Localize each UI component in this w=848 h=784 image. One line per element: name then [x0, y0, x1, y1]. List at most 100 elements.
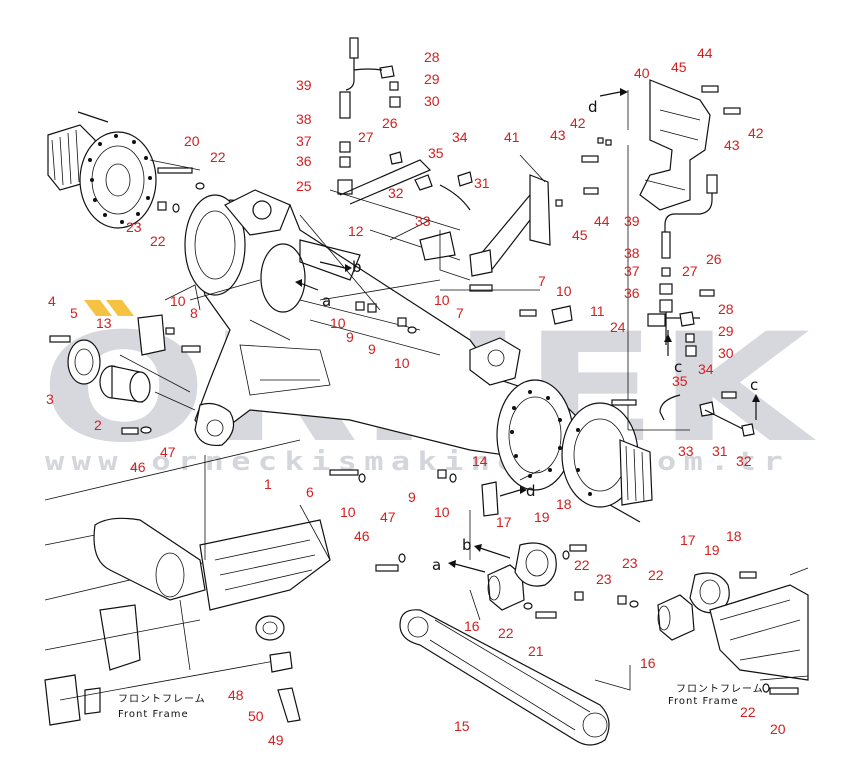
ref-letter-a-2: a: [432, 556, 441, 574]
callout: 42: [748, 125, 764, 141]
callout: 20: [184, 133, 200, 149]
callout: 47: [380, 509, 396, 525]
callout: 22: [574, 557, 590, 573]
callout: 22: [648, 567, 664, 583]
flange-bolt-holes: [88, 134, 152, 224]
callout: 30: [718, 345, 734, 361]
left-axle-shaft: [47, 111, 157, 229]
callout: 6: [306, 484, 314, 500]
callout: 33: [415, 213, 431, 229]
callout: 42: [570, 115, 586, 131]
ref-letter-b: b: [352, 258, 362, 276]
callout: 25: [296, 178, 312, 194]
callout: 10: [170, 293, 186, 309]
callout: 28: [424, 49, 440, 65]
callout: 17: [496, 514, 512, 530]
callout: 16: [640, 655, 656, 671]
callout: 10: [340, 504, 356, 520]
right-wheel-hub: [496, 379, 653, 523]
callout: 13: [96, 315, 112, 331]
callout: 10: [434, 292, 450, 308]
callout: 45: [671, 59, 687, 75]
callout: 38: [296, 111, 312, 127]
callout: 9: [408, 489, 416, 505]
front-frame-assembly-left: フロントフレーム Front Frame: [44, 439, 331, 726]
callout: 46: [354, 528, 370, 544]
callout: 49: [268, 732, 284, 748]
svg-text:フロントフレーム: フロントフレーム: [676, 683, 764, 695]
reference-lines: [149, 159, 541, 560]
callout: 10: [434, 504, 450, 520]
callout: 23: [126, 219, 142, 235]
callout: 40: [634, 65, 650, 81]
hydraulic-line-assembly-right: [647, 231, 760, 437]
callout: 21: [528, 643, 544, 659]
callout: 14: [472, 453, 488, 469]
part-callouts: 28 29 30 39 38 37 36 25 27 26 32 33 35 3…: [46, 45, 786, 748]
callout: 30: [424, 93, 440, 109]
callout: 35: [428, 145, 444, 161]
callout: 18: [556, 496, 572, 512]
svg-text:Front Frame: Front Frame: [118, 709, 189, 720]
callout: 31: [712, 443, 728, 459]
rear-frame-body: [184, 189, 581, 461]
callout: 27: [358, 129, 374, 145]
callout: 19: [704, 542, 720, 558]
callout: 45: [572, 227, 588, 243]
callout: 19: [534, 509, 550, 525]
callout: 23: [596, 571, 612, 587]
ref-letter-d-2: d: [526, 482, 536, 500]
callout: 32: [388, 185, 404, 201]
callout: 35: [672, 373, 688, 389]
callout: 24: [610, 319, 626, 335]
callout: 37: [624, 263, 640, 279]
callout: 26: [382, 115, 398, 131]
callout: 5: [70, 305, 78, 321]
bushings-16: [487, 542, 799, 695]
bracket-41: [469, 154, 599, 277]
bracket-40: [627, 79, 741, 431]
svg-text:Front Frame: Front Frame: [668, 696, 739, 707]
callout: 22: [210, 149, 226, 165]
callout: 22: [150, 233, 166, 249]
callout: 33: [678, 443, 694, 459]
watermark-accent-mark: [84, 300, 112, 316]
callout: 1: [264, 476, 272, 492]
callout: 31: [474, 175, 490, 191]
callout: 29: [718, 323, 734, 339]
callout: 39: [624, 213, 640, 229]
ref-letter-c: c: [674, 358, 682, 376]
front-frame-label-left: フロントフレーム Front Frame: [118, 693, 206, 720]
callout: 27: [682, 263, 698, 279]
callout: 44: [697, 45, 713, 61]
callout: 28: [718, 301, 734, 317]
svg-text:フロントフレーム: フロントフレーム: [118, 693, 206, 705]
front-frame-label-right: フロントフレーム Front Frame: [668, 683, 764, 707]
reference-arrows: b a d c c d b a: [295, 88, 758, 574]
callout: 50: [248, 708, 264, 724]
ref-letter-c-2: c: [750, 376, 758, 394]
callout: 11: [590, 303, 605, 319]
callout: 22: [740, 704, 756, 720]
callout: 44: [594, 213, 610, 229]
callout: 10: [394, 355, 410, 371]
ref-letter-d: d: [588, 98, 598, 116]
callout: 2: [94, 417, 102, 433]
callout: 22: [498, 625, 514, 641]
callout: 4: [48, 293, 56, 309]
hydraulic-line-assembly-top: [299, 37, 473, 311]
callout: 32: [736, 453, 752, 469]
ref-letter-b-2: b: [462, 536, 472, 554]
callout: 26: [706, 251, 722, 267]
callout: 7: [538, 273, 546, 289]
callout: 12: [348, 223, 364, 239]
callout: 7: [456, 305, 464, 321]
callout: 8: [190, 305, 198, 321]
left-pin-parts: [49, 284, 201, 435]
ref-letter-a: a: [322, 292, 331, 310]
callout: 47: [160, 444, 176, 460]
callout: 38: [624, 245, 640, 261]
misc-fasteners: [157, 167, 637, 572]
